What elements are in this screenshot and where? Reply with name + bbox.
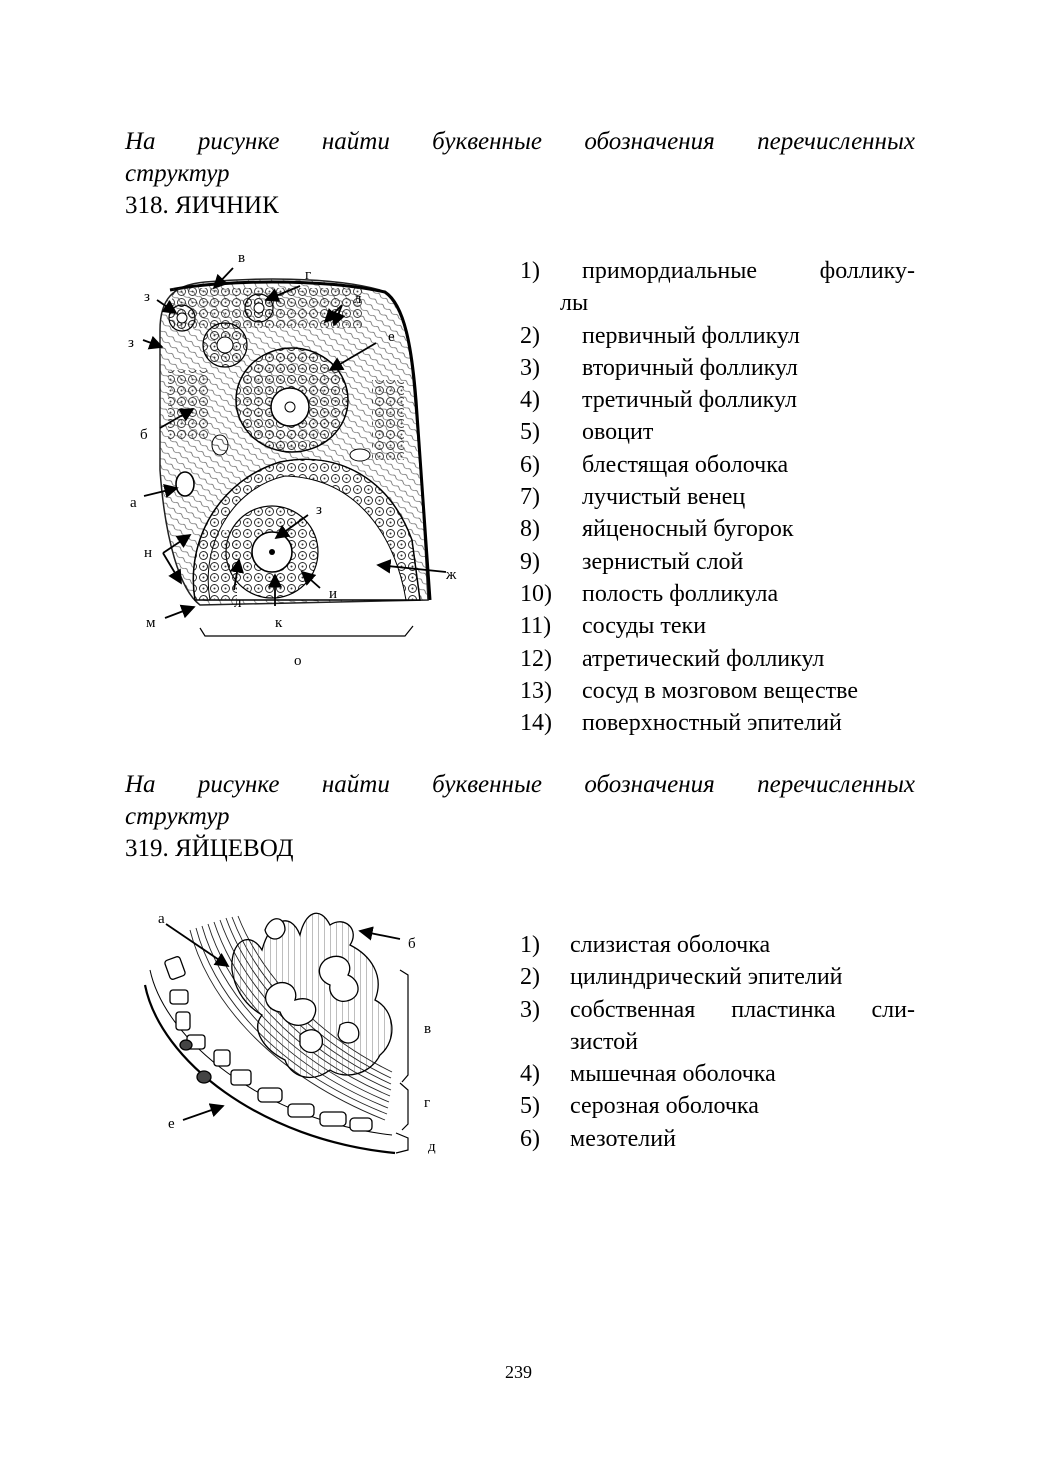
page-number: 239 (505, 1362, 532, 1383)
fig2-label-a: а (158, 912, 165, 927)
fig2-label-b: б (408, 937, 416, 952)
structure-list-319: 1) слизистая оболочка 2) цилиндрический эп… (520, 929, 915, 1155)
list-item-number: 3) (520, 994, 540, 1026)
fig2-label-d: д (428, 1140, 436, 1155)
fig2-label-e: е (168, 1117, 175, 1132)
list-item: 5) серозная оболочка (520, 1090, 915, 1122)
list-item-number: 5) (520, 1090, 540, 1122)
list-item-text: мезотелий (570, 1126, 676, 1152)
list-item-text: слизистая оболочка (570, 932, 770, 958)
list-item: 6) мезотелий (520, 1123, 915, 1155)
list-item: 4) мышечная оболочка (520, 1058, 915, 1090)
fig2-label-g: г (424, 1096, 430, 1111)
list-item: 2) цилиндрический эпителий (520, 961, 915, 993)
list-item-number: 4) (520, 1058, 540, 1090)
list-item-text: мышечная оболочка (570, 1061, 776, 1087)
list-item-text: цилиндрический эпителий (570, 964, 843, 990)
list-item-text: серозная оболочка (570, 1093, 759, 1119)
list-item-number: 6) (520, 1123, 540, 1155)
list-item-text: собственная пластинка сли- (570, 994, 915, 1026)
list-item: 3) собственная пластинка сли- зистой (520, 994, 915, 1059)
list-item-number: 1) (520, 929, 540, 961)
list-item-number: 2) (520, 961, 540, 993)
fig2-label-v: в (424, 1022, 431, 1037)
list-item: 1) слизистая оболочка (520, 929, 915, 961)
list-item-text-cont: зистой (570, 1026, 915, 1058)
